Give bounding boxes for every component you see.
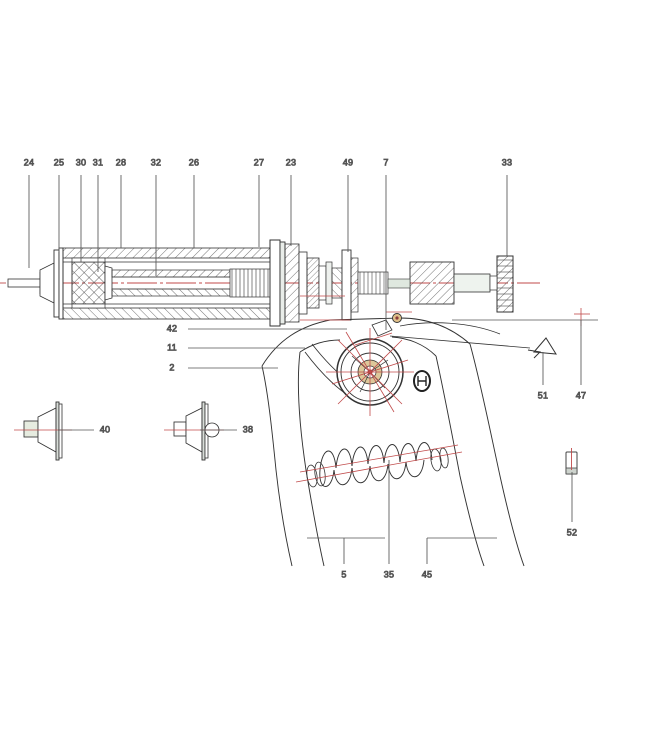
plunger-head-seal	[71, 257, 113, 309]
callout-label-2: 2	[169, 362, 174, 372]
barrel-wall-upper	[62, 247, 279, 259]
callout-label-51: 51	[538, 390, 548, 400]
callout-label-42: 42	[167, 323, 177, 333]
callout-label-52: 52	[567, 527, 577, 537]
callout-label-31: 31	[93, 157, 103, 167]
callout-group-top: 24 25 30 31 28 32 26 27 23 49 7 33	[23, 157, 512, 330]
callout-label-33: 33	[502, 157, 512, 167]
rear-barrel-flange	[269, 239, 308, 327]
callout-label-25: 25	[54, 157, 64, 167]
callout-label-23: 23	[286, 157, 296, 167]
plunger-rod	[111, 269, 231, 297]
callout-label-24: 24	[24, 157, 34, 167]
knurled-end-knob	[489, 255, 514, 313]
callout-label-32: 32	[151, 157, 161, 167]
callout-group-right: 51 47 52	[537, 320, 586, 538]
callout-group-bottom: 5 35 45	[341, 460, 432, 580]
callout-label-27: 27	[254, 157, 264, 167]
pin-part-52	[565, 448, 578, 475]
callout-label-26: 26	[189, 157, 199, 167]
callout-label-30: 30	[76, 157, 86, 167]
front-collar	[39, 247, 64, 320]
manufacturer-logo-badge	[413, 370, 431, 392]
callout-label-47: 47	[576, 390, 586, 400]
return-coil-spring	[295, 442, 463, 488]
callout-group-parts-row: 40 38	[58, 424, 253, 435]
cone-seal-part-40	[14, 401, 72, 461]
callout-label-7: 7	[383, 157, 388, 167]
callout-label-35: 35	[384, 569, 394, 579]
callout-label-38: 38	[243, 424, 253, 434]
callout-label-40: 40	[100, 424, 110, 434]
valve-mechanism-block	[306, 249, 491, 321]
callout-label-28: 28	[116, 157, 126, 167]
callout-label-5: 5	[341, 569, 346, 579]
barrel-wall-lower	[62, 307, 279, 320]
callout-label-45: 45	[422, 569, 432, 579]
auxiliary-centerlines	[300, 295, 412, 346]
syringe-barrel-assembly	[7, 239, 308, 327]
dose-adjust-dial	[326, 328, 414, 416]
callout-label-49: 49	[343, 157, 353, 167]
pistol-grip-handle	[261, 313, 531, 567]
hex-body-part-7	[409, 261, 455, 305]
wedge-arrow-part-51	[527, 337, 557, 359]
callout-label-11: 11	[167, 342, 177, 352]
callout-group-left: 42 11 2	[166, 323, 347, 373]
